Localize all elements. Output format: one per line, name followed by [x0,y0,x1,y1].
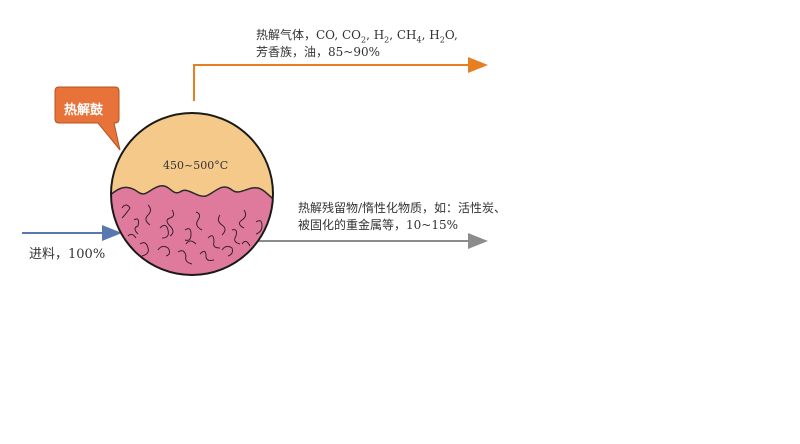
feed-input-label: 进料，100% [29,247,106,262]
gas-output-label-line1: 热解气体，CO, CO2, H2, CH4, H2O, [256,28,458,45]
gas-outlet-arrow [193,57,488,101]
pyrolysis-drum [110,112,274,276]
pyrolysis-drum-callout [54,86,121,151]
callout-label: 热解鼓 [64,103,104,118]
residue-squiggles [121,204,263,265]
residue-output-label-line1: 热解残留物/惰性化物质，如：活性炭、 [298,201,507,215]
drum-temperature: 450~500°C [163,159,229,172]
gas-output-label-line2: 芳香族，油，85~90% [256,45,380,59]
residue-output-label-line2: 被固化的重金属等，10~15% [298,218,458,232]
